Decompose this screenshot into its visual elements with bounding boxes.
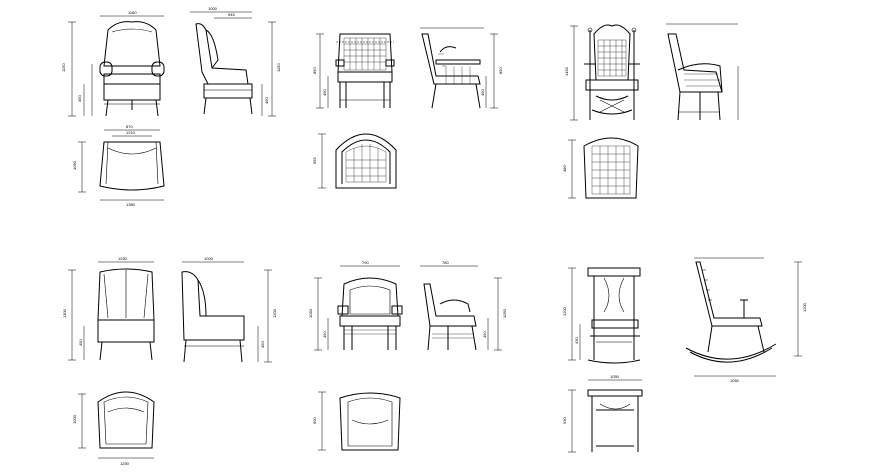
cane-side-dims: 850 450 <box>420 27 503 109</box>
regency-side-dims: 780 1050 450 <box>420 260 507 351</box>
dim-label: 1000 <box>208 6 218 11</box>
club-side-elevation <box>181 271 245 363</box>
dim-label: 1050 <box>610 374 620 379</box>
wingback-front-dims: 1160 1150 450 <box>61 10 164 117</box>
rocking-chair-set: 1200 430 1200 1050 1050 <box>562 257 807 453</box>
cane-armchair-set: 850 450 850 450 6 <box>312 27 503 189</box>
rocking-side-elevation <box>685 261 777 363</box>
carved-plan-view <box>583 137 639 199</box>
carved-side-elevation <box>667 33 723 121</box>
dim-label: 450 <box>78 339 83 346</box>
dim-label: 450 <box>264 97 269 104</box>
dim-label: 450 <box>77 95 82 102</box>
cane-front-elevation <box>335 33 395 108</box>
rocking-front-elevation <box>587 267 641 364</box>
dim-label: 945 <box>228 12 235 17</box>
dim-label: 1200 <box>802 302 807 312</box>
dim-label: 450 <box>322 331 327 338</box>
dim-label: 1050 <box>308 308 313 318</box>
cane-plan-view <box>335 133 397 189</box>
wingback-plan-view <box>99 141 165 191</box>
carved-front-dims: 1450 <box>564 25 578 121</box>
dim-label: 450 <box>322 89 327 96</box>
carved-front-elevation <box>584 24 640 120</box>
cane-side-elevation <box>421 33 481 109</box>
regency-side-elevation <box>423 283 477 351</box>
wingback-side-elevation <box>195 23 253 115</box>
dim-label: 1000 <box>72 414 77 424</box>
dim-label: 655 <box>312 157 317 164</box>
dim-label: 850 <box>312 67 317 74</box>
cane-plan-dims: 655 <box>312 133 326 189</box>
dim-label: 780 <box>442 260 449 265</box>
dim-label: 1150 <box>61 63 66 72</box>
dim-label: 450 <box>480 89 485 96</box>
cane-front-dims: 850 450 <box>312 33 394 109</box>
dim-label: 600 <box>312 417 317 424</box>
dim-label: 1250 <box>120 461 130 466</box>
wingback-set: 1160 1150 450 1000 945 1150 450 <box>61 6 281 207</box>
carved-side-dims <box>666 23 739 120</box>
dim-label: 790 <box>362 260 369 265</box>
dim-label: 1000 <box>204 256 214 261</box>
dim-label: 450 <box>260 341 265 348</box>
carved-chair-set: 1450 480 <box>562 23 739 199</box>
wingback-front-elevation <box>99 21 165 117</box>
dim-label: 430 <box>574 337 579 344</box>
wingback-side-dims: 1000 945 1150 450 <box>190 6 281 117</box>
rocking-front-dims: 1200 430 <box>562 267 581 361</box>
regency-front-elevation <box>337 277 403 350</box>
dim-label: 480 <box>562 165 567 172</box>
dim-label: 850 <box>498 67 503 74</box>
dim-label: 1050 <box>730 378 740 383</box>
rocking-plan-dims: 1050 930 <box>562 374 642 453</box>
dim-label: 1050 <box>72 160 77 170</box>
dim-label: 1050 <box>502 308 507 318</box>
dim-label: 1300 <box>272 308 277 318</box>
wingback-plan-dims: 870 1210 1380 1050 <box>72 124 164 207</box>
dim-label: 870 <box>126 124 133 129</box>
dim-label: 1210 <box>126 130 136 135</box>
dim-label: 1380 <box>126 202 136 207</box>
rocking-plan-view <box>587 389 643 452</box>
dim-label: 1450 <box>564 66 569 76</box>
club-side-dims: 1000 1300 450 <box>182 256 277 363</box>
regency-front-dims: 790 1050 450 <box>308 260 400 351</box>
regency-plan-view <box>339 392 401 451</box>
club-chair-set: 1250 1300 450 1000 1300 450 <box>62 256 277 466</box>
dim-label: 1250 <box>118 256 128 261</box>
dim-label: 1300 <box>62 308 67 318</box>
club-front-dims: 1250 1300 450 <box>62 256 154 361</box>
rocking-side-dims: 1200 1050 <box>694 257 807 383</box>
dim-label: 1160 <box>128 10 137 15</box>
dim-label: 930 <box>562 417 567 424</box>
dim-label: 450 <box>482 331 487 338</box>
carved-plan-dims: 480 <box>562 139 576 199</box>
regency-plan-dims: 600 <box>312 391 326 451</box>
club-plan-dims: 1250 1000 <box>72 393 154 466</box>
club-plan-view <box>97 391 155 449</box>
dim-label: 1200 <box>562 306 567 316</box>
regency-armchair-set: 790 1050 450 780 1050 450 <box>308 260 507 451</box>
club-front-elevation <box>97 268 155 361</box>
dim-label: 1150 <box>276 63 281 72</box>
